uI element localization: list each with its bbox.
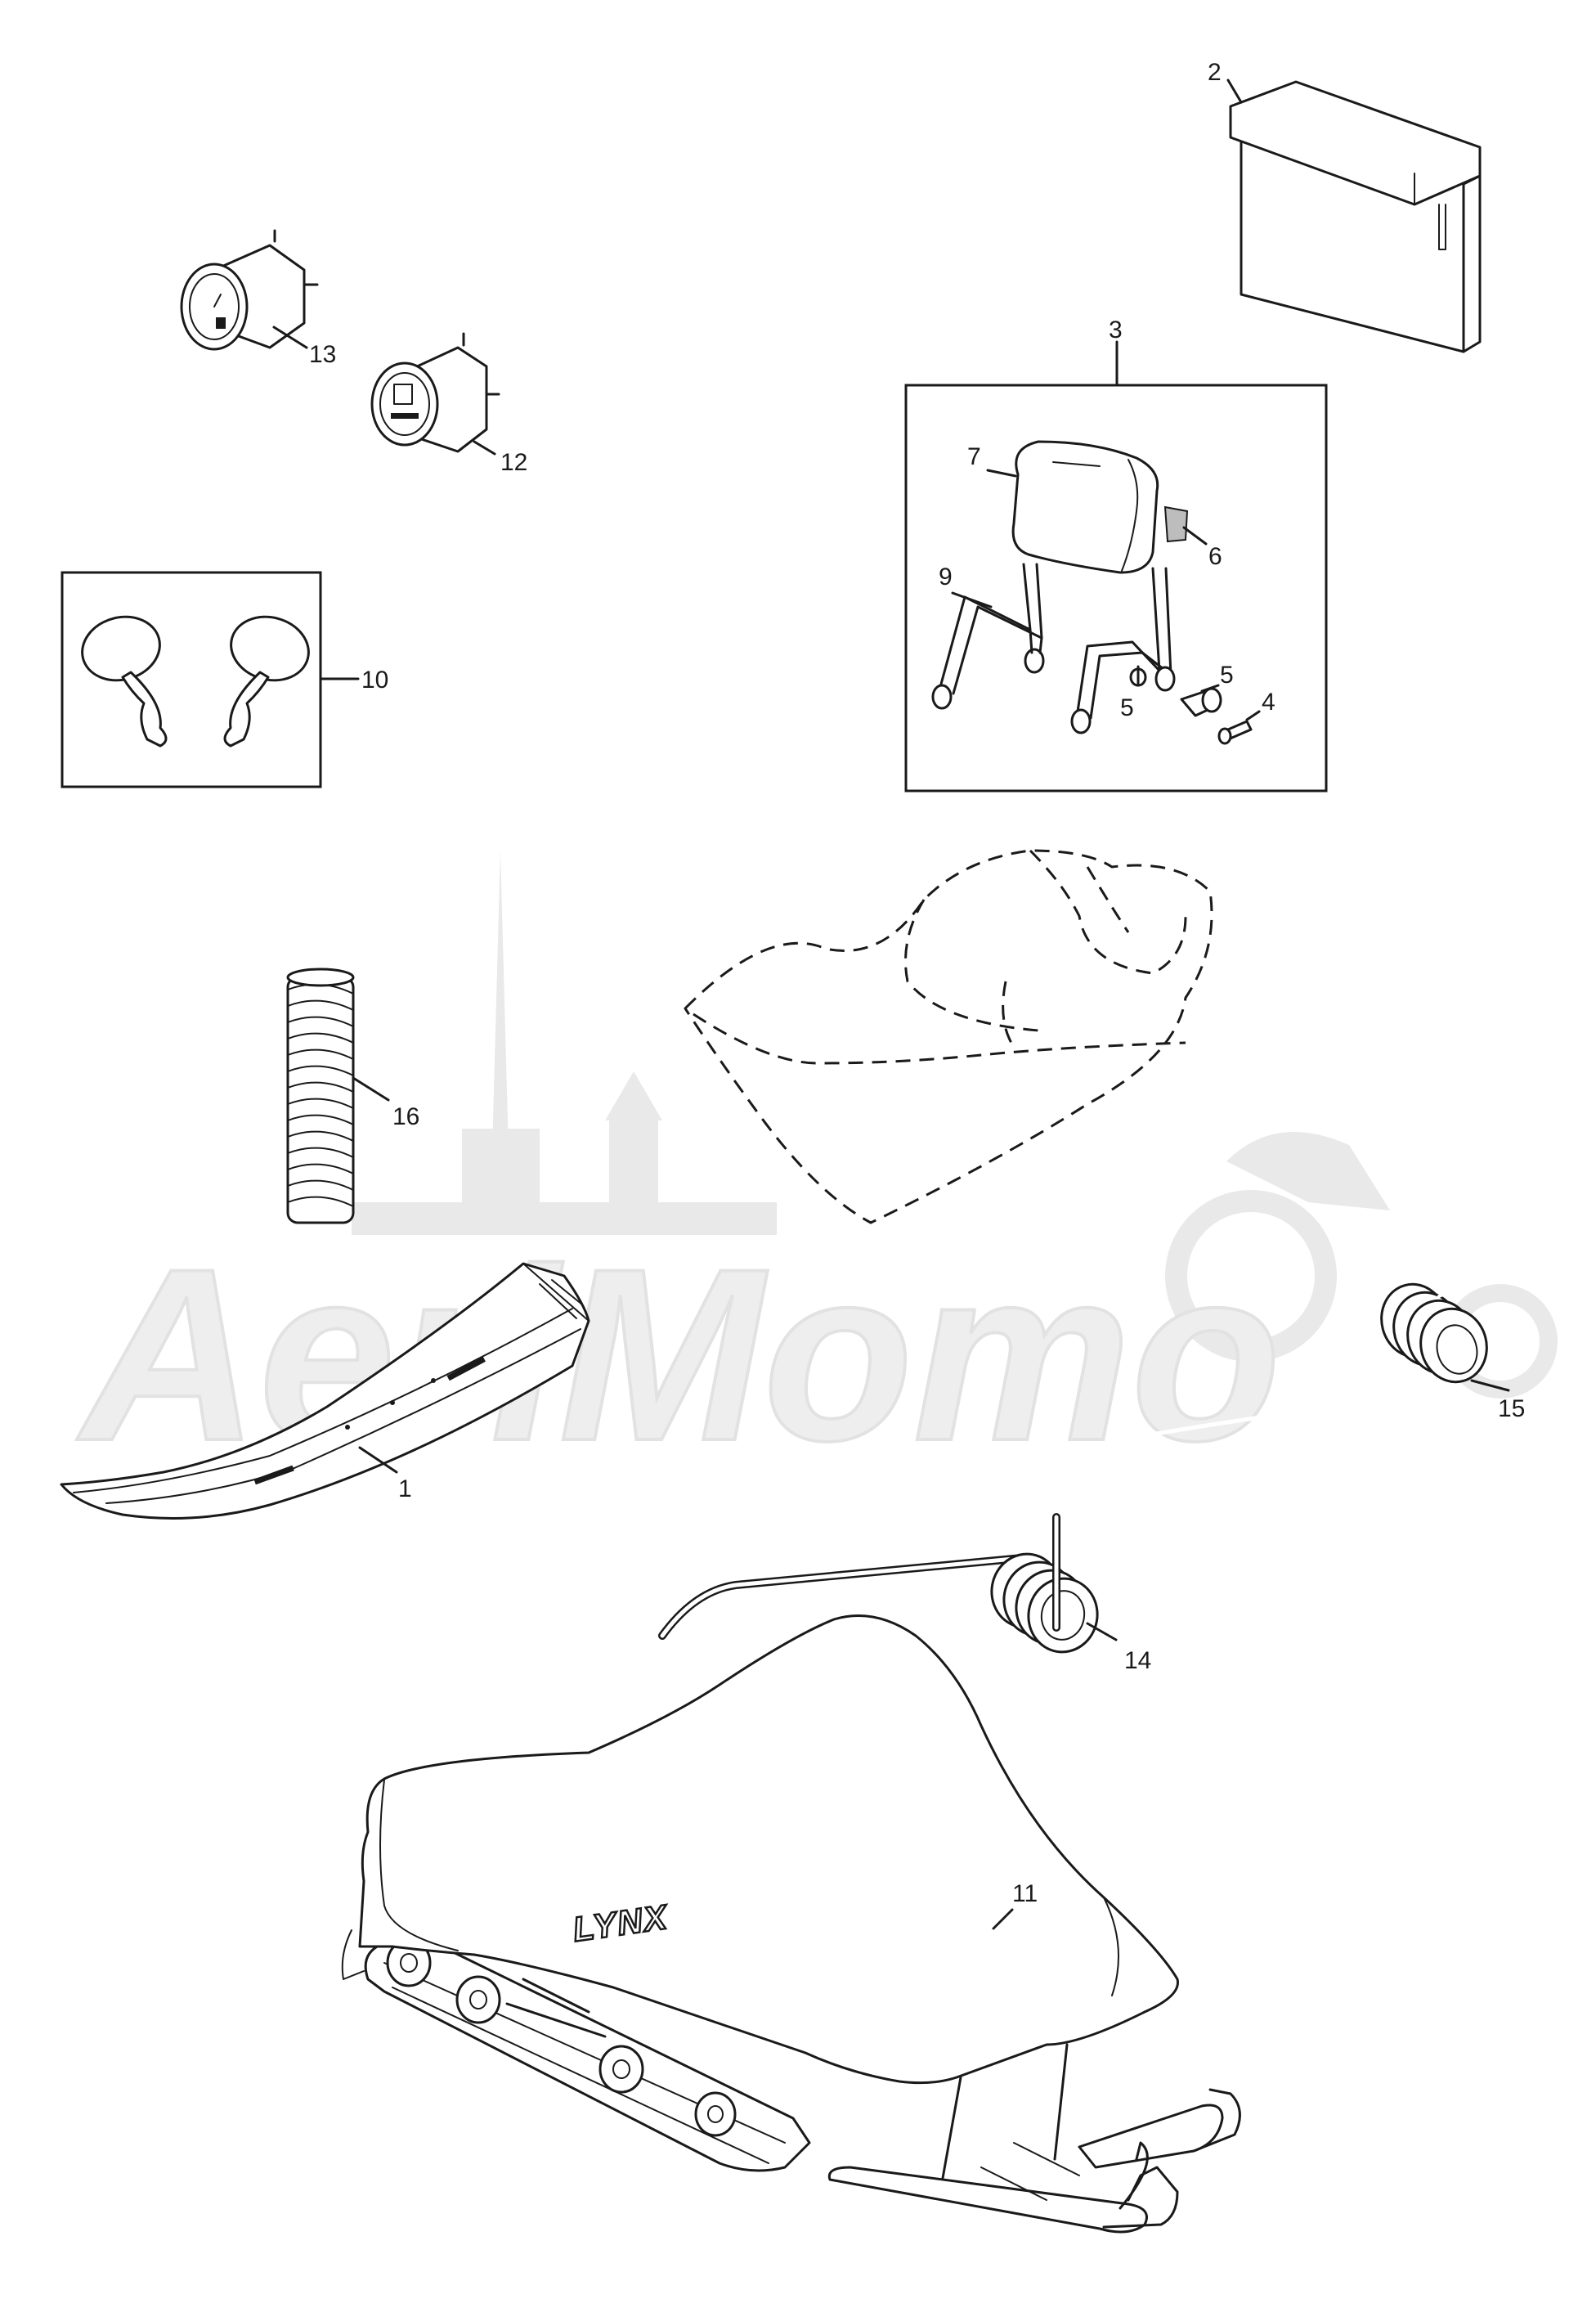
part-16-coil-spring (286, 968, 355, 1224)
callout-2: 2 (1208, 59, 1222, 86)
callout-10: 10 (361, 667, 388, 694)
callout-5a: 5 (1120, 694, 1134, 721)
callout-11: 11 (1012, 1880, 1038, 1907)
part-3-backrest (931, 440, 1253, 745)
callout-14: 14 (1124, 1647, 1151, 1674)
part-10-mirrors (81, 615, 310, 748)
callout-15: 15 (1498, 1395, 1525, 1422)
part-11-snowmobile-cover: LYNX (341, 1614, 1241, 2234)
part-12-gauge (370, 332, 500, 456)
callout-12: 12 (500, 449, 527, 476)
callout-1: 1 (398, 1475, 412, 1502)
callout-5b: 5 (1220, 662, 1234, 689)
part-2-box (1226, 79, 1482, 353)
callout-6: 6 (1208, 543, 1222, 570)
callout-3: 3 (1109, 317, 1123, 344)
callout-7: 7 (967, 443, 981, 470)
callout-9: 9 (939, 564, 953, 590)
callout-4: 4 (1262, 689, 1275, 716)
part-15-torsion-spring (1130, 1264, 1506, 1440)
part-13-tachometer (180, 229, 319, 351)
callout-13: 13 (309, 341, 336, 368)
part-1-ski (60, 1262, 590, 1520)
part-14-torsion-spring (658, 1513, 1099, 1654)
part-3-frame (904, 384, 1328, 793)
callout-16: 16 (392, 1103, 419, 1130)
seat-outline (684, 849, 1213, 1224)
